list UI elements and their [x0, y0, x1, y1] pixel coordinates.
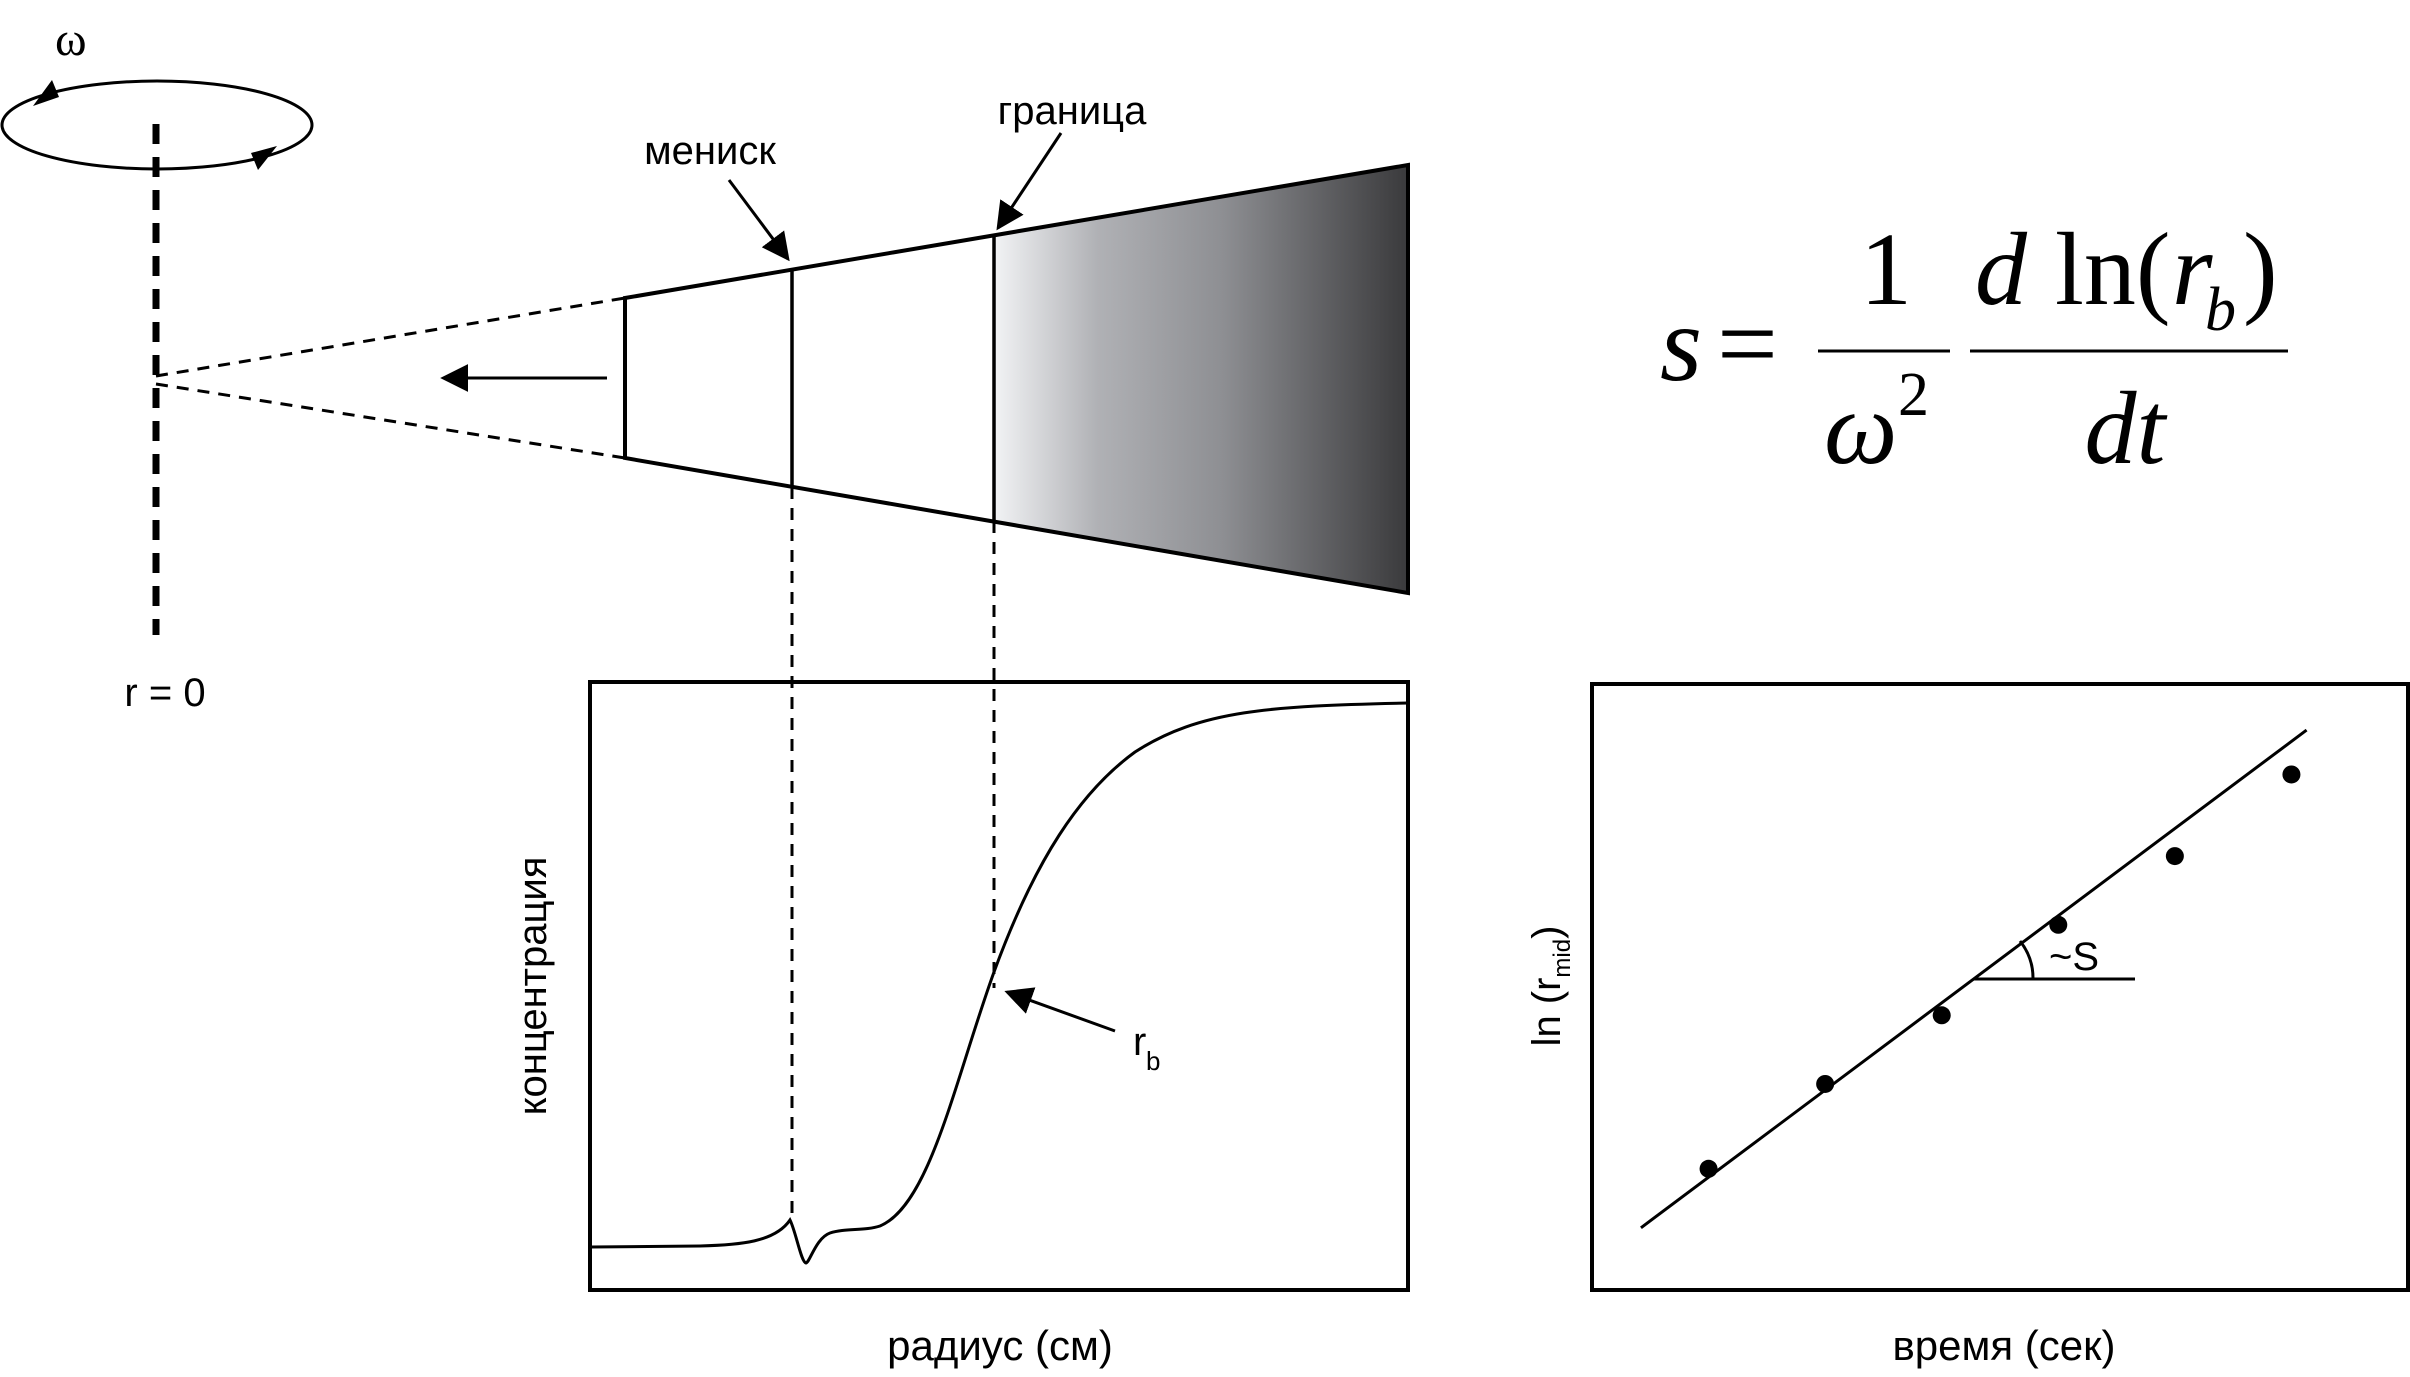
sedimentation-gradient	[994, 165, 1408, 593]
rb-pointer	[1004, 987, 1116, 1033]
meniscus-label: мениск	[644, 129, 776, 173]
cell-dash-upper	[155, 296, 626, 378]
formula-frac1-den: ω	[1824, 371, 1897, 486]
boundary-label: граница	[998, 89, 1147, 133]
formula-lhs: s	[1660, 285, 1702, 404]
rb-subscript: b	[1146, 1046, 1160, 1076]
time-axis-label: время (сек)	[1892, 1322, 2115, 1369]
formula-frac2-close: )	[2243, 212, 2278, 327]
ln-plot-frame	[1590, 682, 2410, 1292]
formula-frac1-num: 1	[1860, 212, 1912, 327]
cell-dash-lower	[155, 382, 626, 460]
rb-label: r	[1133, 1020, 1146, 1064]
sedimentation-formula: s = 1 ω 2 d ln( r b ) dt	[1660, 212, 2288, 486]
ln-plot: ~S ln (rmid) время (сек)	[1525, 682, 2410, 1369]
fit-line	[1640, 728, 2308, 1229]
concentration-plot-frame	[588, 680, 1410, 1292]
data-point-4	[2049, 915, 2068, 934]
ln-axis-label-sub: mid	[1549, 939, 1576, 978]
ln-axis-label-suffix: )	[1525, 926, 1569, 939]
data-point-2	[1816, 1074, 1835, 1093]
formula-frac2-sub: b	[2205, 276, 2236, 344]
rotation-arrow-icon	[251, 146, 277, 170]
cell-outline	[623, 162, 1410, 596]
omega-symbol: ω	[55, 13, 87, 66]
formula-frac1-exp: 2	[1898, 361, 1929, 429]
concentration-axis-label: концентрация	[511, 857, 555, 1116]
concentration-plot: концентрация радиус (см) r b	[511, 680, 1410, 1369]
formula-frac2-den: dt	[2085, 371, 2168, 486]
slope-angle-arc	[2018, 940, 2035, 980]
ln-axis-label: ln (rmid)	[1525, 926, 1576, 1047]
formula-frac2-ln: ln(	[2055, 212, 2171, 327]
slope-label: ~S	[2049, 935, 2099, 979]
data-points	[1699, 765, 2301, 1178]
centrifuge-cell: мениск граница	[155, 89, 1410, 1218]
data-point-5	[2165, 847, 2184, 866]
data-point-6	[2282, 765, 2301, 784]
boundary-pointer	[996, 132, 1063, 231]
axis-label: r = 0	[124, 671, 205, 715]
data-point-3	[1932, 1006, 1951, 1025]
ln-axis-label-prefix: ln (r	[1525, 978, 1569, 1047]
data-point-1	[1699, 1159, 1718, 1178]
rotation-arrow-icon	[33, 80, 59, 106]
rotor: ω r = 0	[0, 13, 314, 715]
formula-equals: =	[1717, 285, 1778, 404]
meniscus-pointer	[727, 179, 790, 262]
concentration-curve	[590, 701, 1409, 1265]
formula-frac2-d: d	[1975, 212, 2028, 327]
radius-axis-label: радиус (см)	[887, 1322, 1113, 1369]
formula-frac2-r: r	[2172, 212, 2213, 327]
svg-text:ln (rmid): ln (rmid)	[1525, 926, 1576, 1047]
